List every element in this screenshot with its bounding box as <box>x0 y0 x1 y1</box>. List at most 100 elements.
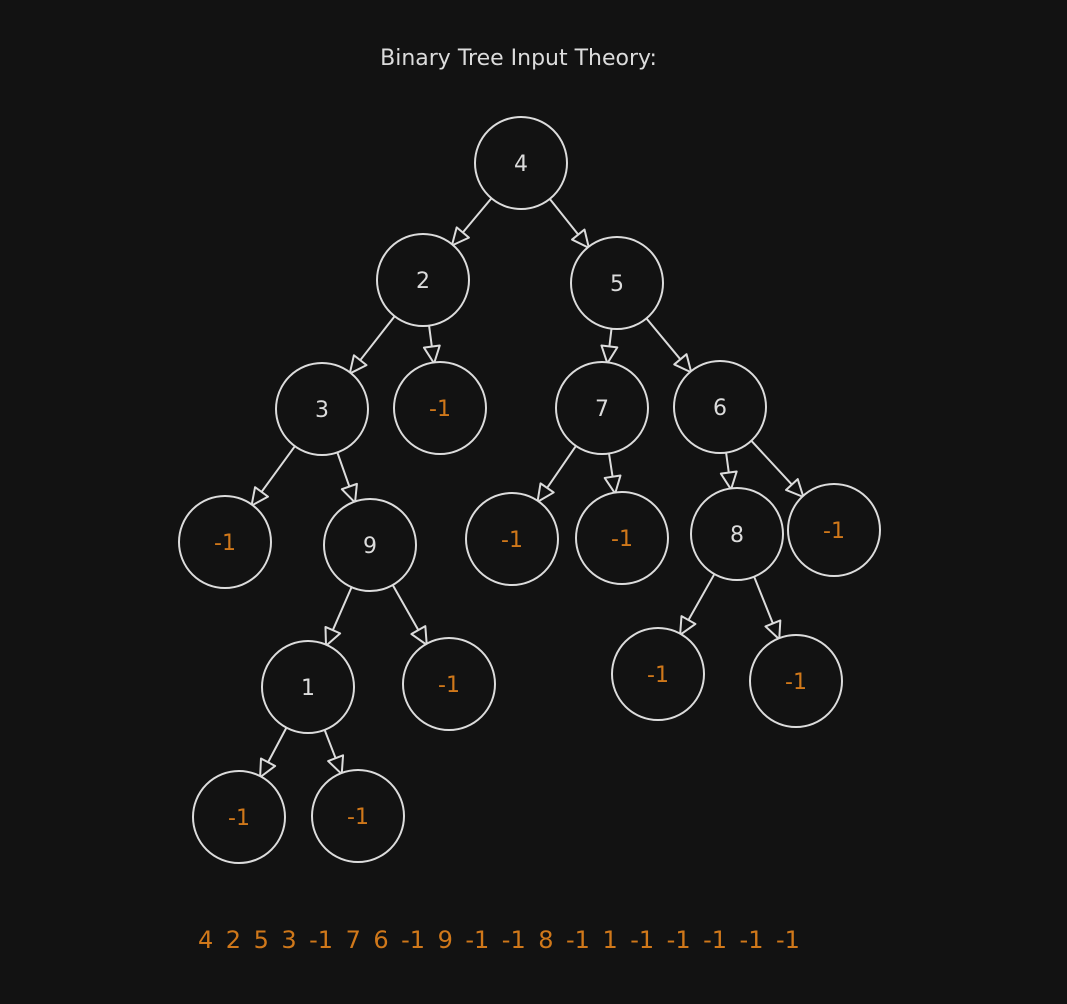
nodes-layer: 4 2 5 3 -1 7 6 -1 9 -1 -1 8 -1 1 -1 -1 -1 -1 -1 <box>178 116 881 864</box>
tree-edge <box>750 439 805 498</box>
diagram-title: Binary Tree Input Theory: <box>380 46 657 71</box>
node-label: -1 <box>438 673 460 698</box>
tree-node: 5 <box>570 236 664 330</box>
tree-node: 2 <box>376 233 470 327</box>
node-label: 5 <box>610 272 624 297</box>
node-label: -1 <box>611 527 633 552</box>
tree-edge <box>753 575 782 641</box>
edge-line <box>359 315 396 362</box>
tree-edge <box>391 583 428 646</box>
sequence-value: 4 <box>198 926 214 954</box>
tree-edge <box>719 451 738 491</box>
edge-line <box>336 451 351 488</box>
tree-node: 1 <box>261 640 355 734</box>
tree-edge <box>324 586 353 647</box>
arrowhead-icon <box>250 486 269 507</box>
node-label: 4 <box>514 152 528 177</box>
null-node: -1 <box>178 495 272 589</box>
arrowhead-icon <box>340 482 358 504</box>
sequence-value: 7 <box>345 926 361 954</box>
node-label: 7 <box>595 397 609 422</box>
arrowhead-icon <box>784 478 805 498</box>
edge-line <box>753 575 774 625</box>
tree-edge <box>645 317 693 374</box>
arrowhead-icon <box>348 354 368 375</box>
tree-edge <box>336 451 358 504</box>
edge-line <box>461 197 493 234</box>
arrowhead-icon <box>410 625 428 646</box>
node-circle <box>178 495 272 589</box>
sequence-value: -1 <box>739 926 764 954</box>
sequence-value: 6 <box>373 926 389 954</box>
node-circle <box>261 640 355 734</box>
tree-node: 6 <box>673 360 767 454</box>
node-circle <box>749 634 843 728</box>
edge-line <box>331 586 353 632</box>
arrowhead-icon <box>603 474 622 495</box>
tree-edge <box>548 197 590 249</box>
node-label: 1 <box>301 676 315 701</box>
node-label: -1 <box>228 806 250 831</box>
tree-edge <box>323 728 345 776</box>
arrowhead-icon <box>450 226 470 247</box>
edge-line <box>323 728 337 760</box>
arrowhead-icon <box>600 344 619 365</box>
arrowhead-icon <box>324 625 342 647</box>
edge-line <box>546 444 577 489</box>
edge-line <box>687 573 716 622</box>
node-label: -1 <box>823 519 845 544</box>
null-node: -1 <box>749 634 843 728</box>
tree-node: 9 <box>323 498 417 592</box>
arrowhead-icon <box>571 228 590 249</box>
tree-edge <box>679 573 716 636</box>
sequence-value: 2 <box>225 926 242 954</box>
node-circle <box>275 362 369 456</box>
null-node: -1 <box>575 491 669 585</box>
node-circle <box>311 769 405 863</box>
arrowhead-icon <box>679 615 697 636</box>
tree-edge <box>536 444 577 503</box>
edge-line <box>428 324 433 348</box>
null-node: -1 <box>393 361 487 455</box>
edge-line <box>260 445 296 493</box>
node-label: 3 <box>315 398 329 423</box>
node-label: -1 <box>429 397 451 422</box>
node-circle <box>575 491 669 585</box>
edge-line <box>548 197 580 236</box>
tree-edge <box>348 315 396 375</box>
node-circle <box>376 233 470 327</box>
node-circle <box>402 637 496 731</box>
sequence-value: -1 <box>630 926 655 954</box>
tree-edge <box>450 197 493 247</box>
sequence-value: 1 <box>602 926 618 954</box>
edge-line <box>725 451 730 474</box>
arrowhead-icon <box>673 353 693 374</box>
sequence-value: 8 <box>538 926 554 954</box>
sequence-value: -1 <box>666 926 691 954</box>
node-circle <box>555 361 649 455</box>
null-node: -1 <box>611 627 705 721</box>
sequence-value: -1 <box>775 926 800 954</box>
node-circle <box>323 498 417 592</box>
tree-edge <box>250 445 296 507</box>
sequence-value: 5 <box>253 926 269 954</box>
null-node: -1 <box>787 483 881 577</box>
sequence-value: -1 <box>401 926 426 954</box>
node-circle <box>393 361 487 455</box>
arrowhead-icon <box>422 344 441 365</box>
tree-node: 4 <box>474 116 568 210</box>
node-label: -1 <box>785 670 807 695</box>
arrowhead-icon <box>764 619 782 641</box>
null-node: -1 <box>402 637 496 731</box>
edge-line <box>645 317 682 361</box>
node-circle <box>611 627 705 721</box>
tree-node: 8 <box>690 487 784 581</box>
edge-line <box>608 327 613 348</box>
node-label: -1 <box>501 528 523 553</box>
node-circle <box>474 116 568 210</box>
node-circle <box>465 492 559 586</box>
node-label: -1 <box>347 805 369 830</box>
